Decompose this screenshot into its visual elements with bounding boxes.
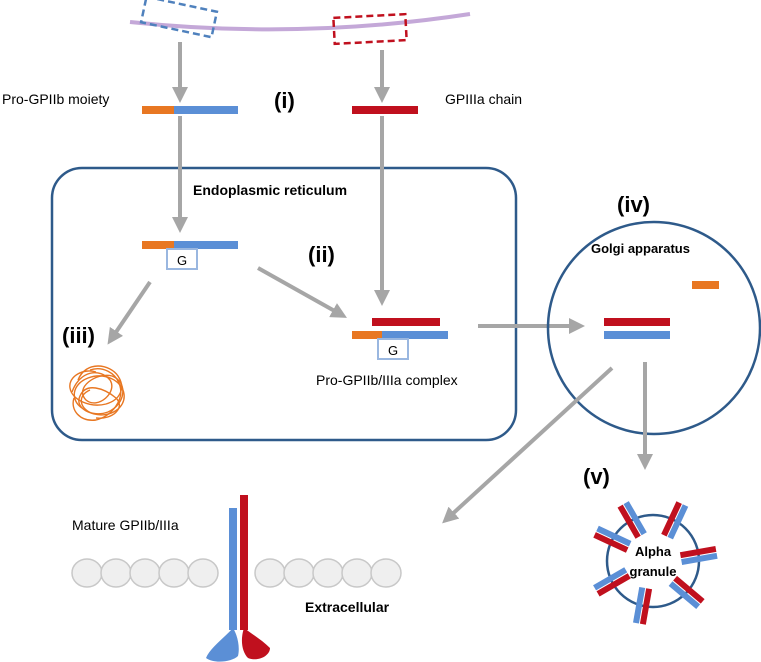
mature-gpiib-head	[206, 628, 239, 662]
arrow-to-membrane	[442, 366, 614, 524]
transcript-strand	[129, 12, 471, 32]
complex-label: Pro-GPIIb/IIIa complex	[316, 372, 458, 388]
lipid-head	[283, 558, 315, 588]
gpiib-segment-er	[174, 241, 238, 249]
gpiiia-label: GPIIIa chain	[445, 91, 522, 107]
granule-gpiib-chain	[667, 504, 689, 540]
lipid-head	[71, 558, 103, 588]
granule-gpiib-chain	[633, 587, 646, 624]
complex-glycosylation-marker: G	[388, 343, 398, 358]
granule-receptors	[593, 501, 718, 625]
lipid-head	[158, 558, 190, 588]
step-ii-label: (ii)	[308, 242, 335, 267]
lipid-head	[341, 558, 373, 588]
granule-gpiib-chain	[596, 525, 632, 547]
cleaved-pro-fragment	[692, 281, 719, 289]
complex-pro-segment	[352, 331, 382, 339]
granule-gpiib-chain	[681, 552, 718, 566]
lipid-head	[129, 558, 161, 588]
glycosylation-box	[166, 248, 198, 270]
mature-gpiiia-head	[241, 628, 270, 660]
mature-gpiiia-stalk	[240, 495, 248, 630]
complex-gpiiia-chain	[372, 318, 440, 326]
granule-receptor-pair	[617, 501, 647, 539]
gpiib-gene-box	[139, 0, 219, 39]
lipid-bilayer-icon	[71, 558, 402, 588]
mature-label: Mature GPIIb/IIIa	[72, 517, 179, 533]
granule-gpiib-chain	[593, 567, 628, 591]
granule-receptor-pair	[633, 587, 653, 625]
gpiiia-gene-box	[332, 12, 408, 46]
lipid-head	[312, 558, 344, 588]
tangled-coil-icon	[69, 365, 125, 421]
granule-gpiib-chain	[623, 501, 647, 536]
pro-segment-er	[142, 241, 174, 249]
step-v-label: (v)	[583, 464, 610, 489]
step-iii-label: (iii)	[62, 323, 95, 348]
pro-gpiib-label: Pro-GPIIb moiety	[2, 91, 109, 107]
pro-segment	[142, 106, 174, 114]
lipid-head	[187, 558, 219, 588]
arrow-degradation	[107, 280, 152, 345]
mature-gpiib-stalk	[229, 508, 237, 630]
granule-receptor-pair	[668, 575, 705, 610]
golgi-compartment	[546, 220, 761, 436]
granule-gpiiia-chain	[673, 575, 705, 604]
complex-gpiib-segment	[382, 331, 448, 339]
alpha-granule-label-line2: granule	[630, 564, 677, 579]
granule-gpiiia-chain	[679, 545, 717, 559]
extracellular-label: Extracellular	[305, 599, 390, 615]
er-label: Endoplasmic reticulum	[193, 182, 347, 198]
granule-receptor-pair	[679, 545, 718, 566]
step-iv-label: (iv)	[617, 192, 650, 217]
granule-gpiiia-chain	[596, 573, 631, 597]
granule-receptor-pair	[593, 567, 631, 597]
gpiib-segment	[174, 106, 238, 114]
granule-gpiiia-chain	[617, 504, 641, 539]
golgi-gpiiia-chain	[604, 318, 670, 326]
gpiiia-chain	[352, 106, 418, 114]
granule-gpiiia-chain	[593, 532, 629, 553]
granule-gpiiia-chain	[639, 588, 653, 625]
golgi-gpiib-chain	[604, 331, 670, 339]
glycosylation-marker: G	[177, 253, 187, 268]
step-i-label: (i)	[274, 88, 295, 113]
granule-receptor-pair	[661, 501, 689, 540]
arrow-complex-formation	[257, 266, 347, 318]
granule-gpiiia-chain	[661, 501, 682, 537]
lipid-head	[370, 558, 402, 588]
mature-receptor	[206, 495, 270, 662]
granule-receptor-pair	[593, 525, 632, 553]
lipid-head	[100, 558, 132, 588]
alpha-granule-label-line1: Alpha	[635, 544, 672, 559]
complex-glycosylation-box	[377, 338, 409, 360]
er-compartment	[50, 166, 518, 442]
granule-gpiib-chain	[668, 581, 701, 610]
golgi-label: Golgi apparatus	[591, 241, 690, 256]
lipid-head	[254, 558, 286, 588]
